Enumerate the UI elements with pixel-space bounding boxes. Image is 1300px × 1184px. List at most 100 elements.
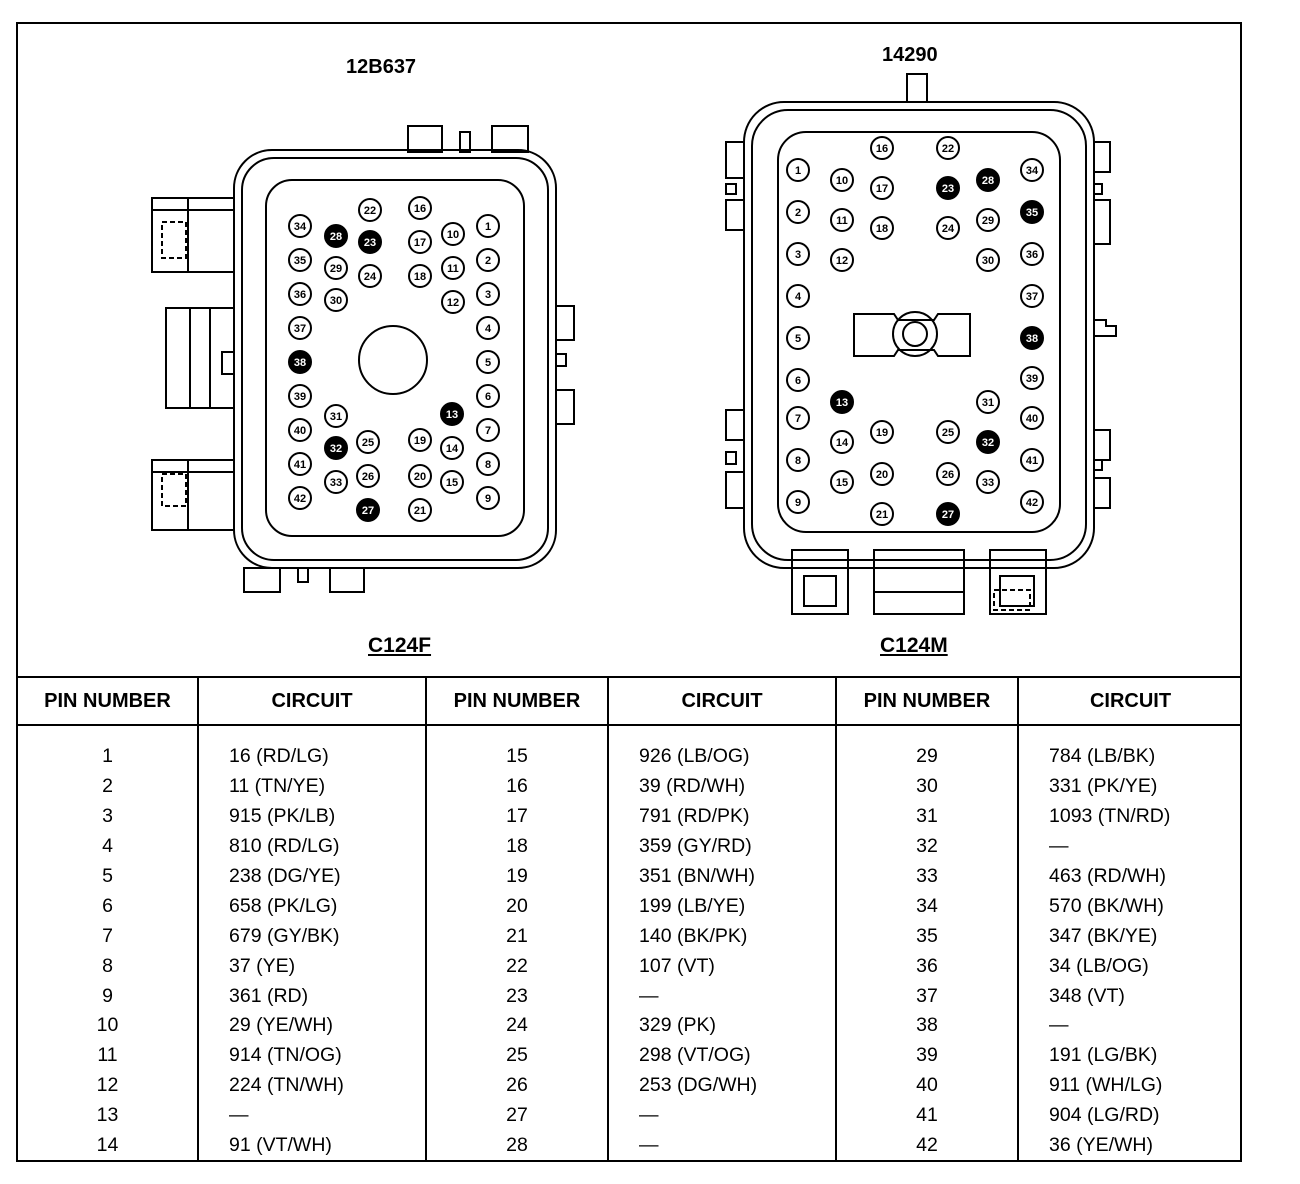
pin-number-cell: 28 [425, 1130, 608, 1161]
circuit-cell: 107 (VT) [607, 951, 836, 982]
left-pin-33-label: 33 [330, 477, 342, 489]
right-pin-17-socket [870, 176, 894, 200]
right-pin-31-socket [976, 390, 1000, 414]
circuit-cell: 331 (PK/YE) [1017, 771, 1242, 802]
right-pin-33-socket [976, 470, 1000, 494]
header-pin-number-1: PIN NUMBER [18, 677, 198, 726]
left-pin-23-socket [358, 230, 382, 254]
right-pin-15-socket [830, 470, 854, 494]
right-pin-13-label: 13 [836, 397, 848, 409]
right-pin-4-socket [786, 284, 810, 308]
left-pin-18-socket [408, 264, 432, 288]
pin-number-cell: 23 [425, 981, 608, 1012]
right-pin-34-socket [1020, 158, 1044, 182]
circuit-cell: 11 (TN/YE) [197, 771, 426, 802]
pin-number-cell: 39 [835, 1040, 1018, 1071]
right-pin-7-socket [786, 406, 810, 430]
pin-number-cell: 25 [425, 1040, 608, 1071]
left-pin-16-label: 16 [414, 203, 426, 215]
left-pin-25-socket [356, 430, 380, 454]
pin-number-cell: 15 [425, 725, 608, 772]
left-pin-3-label: 3 [485, 289, 491, 301]
left-pin-19-label: 19 [414, 435, 426, 447]
left-pin-35-socket [288, 248, 312, 272]
left-pin-31-label: 31 [330, 411, 342, 423]
table-header-row: PIN NUMBER CIRCUIT PIN NUMBER CIRCUIT PI… [18, 677, 1242, 726]
pin-number-cell: 29 [835, 725, 1018, 772]
header-circuit-3: CIRCUIT [1017, 677, 1242, 726]
pin-number-cell: 26 [425, 1070, 608, 1101]
right-pin-26-socket [936, 462, 960, 486]
pin-number-cell: 34 [835, 891, 1018, 922]
right-pin-27-socket [936, 502, 960, 526]
right-pin-30-socket [976, 248, 1000, 272]
right-pin-22-socket [936, 136, 960, 160]
circuit-cell: 16 (RD/LG) [197, 725, 426, 772]
pin-number-cell: 30 [835, 771, 1018, 802]
circuit-cell: 298 (VT/OG) [607, 1040, 836, 1071]
left-pin-40-label: 40 [294, 425, 306, 437]
pin-number-cell: 1 [102, 745, 113, 768]
left-pin-30-socket [324, 288, 348, 312]
right-pin-6-label: 6 [795, 375, 801, 387]
circuit-cell: 140 (BK/PK) [607, 921, 836, 952]
right-pin-25-label: 25 [942, 427, 954, 439]
right-pin-41-label: 41 [1026, 455, 1038, 467]
left-pin-10-socket [441, 222, 465, 246]
circuit-cell: 810 (RD/LG) [197, 831, 426, 862]
circuit-cell: 915 (PK/LB) [197, 801, 426, 832]
right-pin-39-socket [1020, 366, 1044, 390]
left-pin-17-socket [408, 230, 432, 254]
left-pin-27-label: 27 [362, 505, 374, 517]
left-pin-24-socket [358, 264, 382, 288]
circuit-cell: 911 (WH/LG) [1017, 1070, 1242, 1101]
circuit-cell: 351 (BN/WH) [607, 861, 836, 892]
right-pin-12-socket [830, 248, 854, 272]
pin-number-cell: 5 [102, 865, 113, 887]
right-pin-24-label: 24 [942, 223, 955, 235]
left-pin-42-label: 42 [294, 493, 306, 505]
right-pin-28-socket [976, 168, 1000, 192]
circuit-cell: 784 (LB/BK) [1017, 725, 1242, 772]
pin-number-cell: 22 [425, 951, 608, 982]
pin-number-cell: 10 [96, 1014, 119, 1037]
right-pin-21-socket [870, 502, 894, 526]
circuit-cell: 791 (RD/PK) [607, 801, 836, 832]
left-pin-38-socket [288, 350, 312, 374]
circuit-cell: 463 (RD/WH) [1017, 861, 1242, 892]
pin-number-cell: 8 [102, 954, 113, 977]
pin-number-cell: 38 [835, 1011, 1018, 1041]
circuit-cell: — [1017, 831, 1242, 862]
pin-number-cell: 19 [425, 861, 608, 892]
left-pin-42-socket [288, 486, 312, 510]
pin-number-cell: 31 [835, 801, 1018, 832]
circuit-cell: 91 (VT/WH) [197, 1130, 426, 1161]
pin-number-cell: 12 [96, 1074, 119, 1097]
right-pin-42-socket [1020, 490, 1044, 514]
circuit-cell: — [607, 1130, 836, 1161]
right-pin-7-label: 7 [795, 413, 801, 425]
left-pin-2-label: 2 [485, 255, 491, 267]
right-connector-pins: 1234567891011121314151617181920212223242… [786, 136, 1044, 526]
right-pin-16-socket [870, 136, 894, 160]
circuit-cell: — [197, 1100, 426, 1131]
pin-number-cell: 41 [835, 1100, 1018, 1131]
right-pin-19-label: 19 [876, 427, 888, 439]
right-pin-41-socket [1020, 448, 1044, 472]
right-pin-3-label: 3 [795, 249, 801, 261]
pin-number-cell: 11 [97, 1044, 118, 1067]
left-pin-11-label: 11 [447, 263, 459, 275]
left-pin-1-socket [476, 214, 500, 238]
right-pin-5-label: 5 [795, 333, 801, 345]
left-pin-19-socket [408, 428, 432, 452]
right-pin-23-socket [936, 176, 960, 200]
right-pin-1-socket [786, 158, 810, 182]
left-pin-34-socket [288, 214, 312, 238]
circuit-cell: 361 (RD) [197, 981, 426, 1012]
pin-number-cell: 37 [835, 981, 1018, 1012]
right-pin-22-label: 22 [942, 143, 954, 155]
left-pin-29-socket [324, 256, 348, 280]
